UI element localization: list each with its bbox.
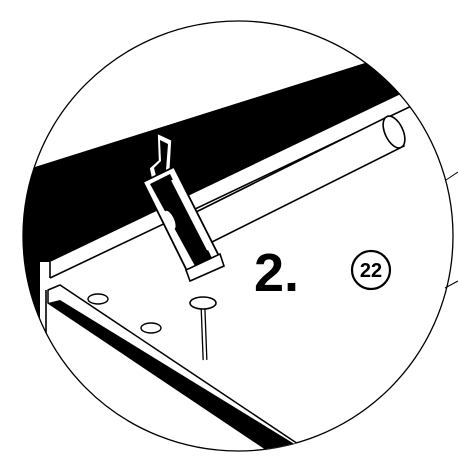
back-panel-edge [23,52,430,360]
step-number: 2. [254,243,299,303]
hammer-icon [141,131,225,283]
bottom-panel-edge [48,300,340,451]
leader-lines [444,171,458,289]
drill-hole [87,293,109,305]
drill-hole [140,322,162,334]
part-number-badge: 22 [350,249,392,291]
bottom-panel [47,284,343,451]
nail-icon [189,296,217,361]
part-number: 22 [360,260,382,282]
